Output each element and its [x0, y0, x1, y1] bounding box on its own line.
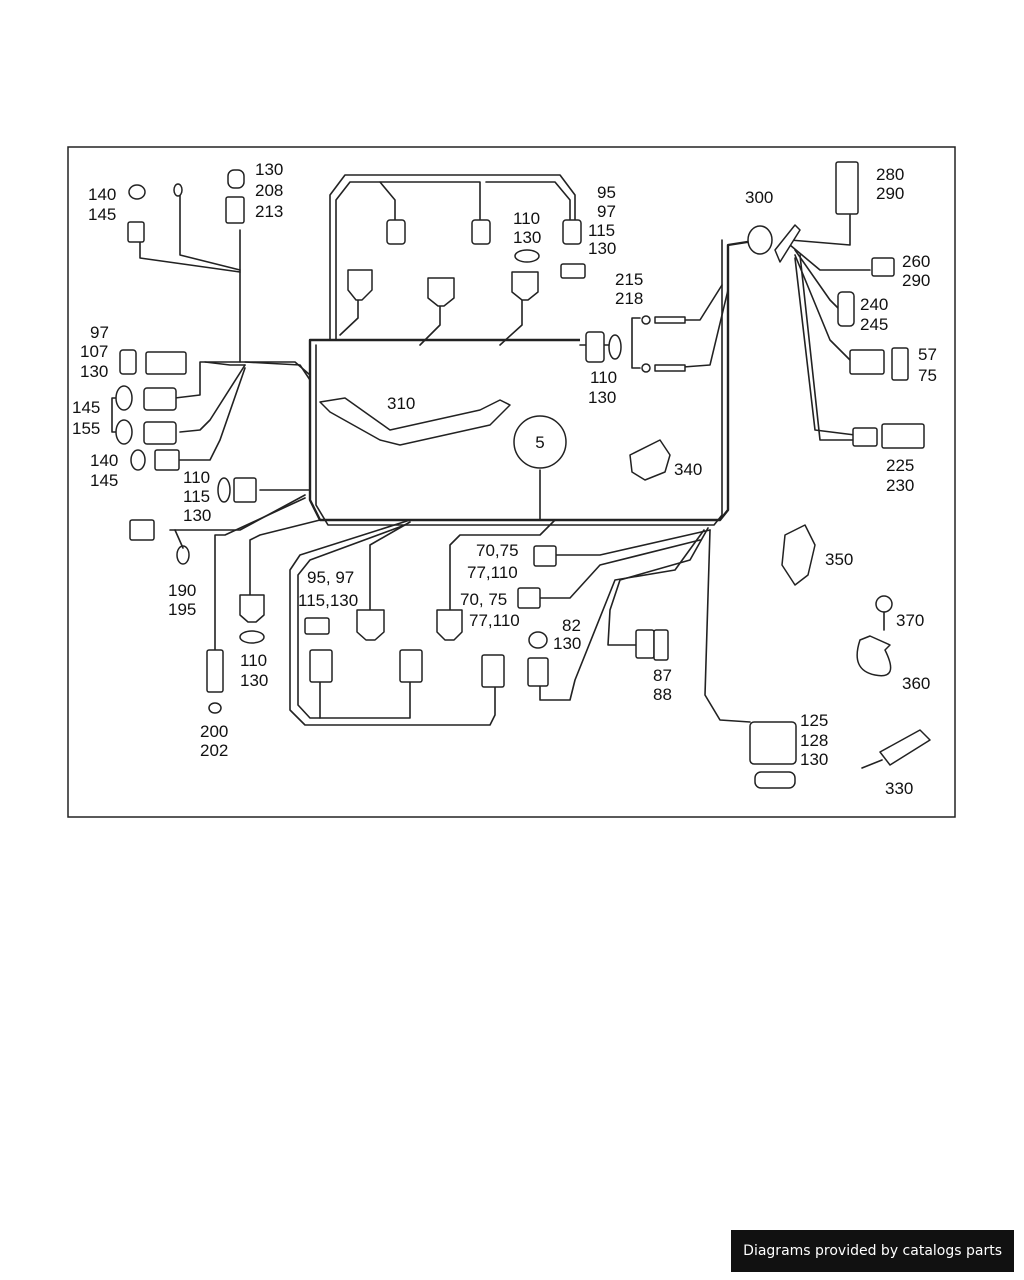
callout-260-290: 260 290 — [902, 252, 935, 290]
callout-70-75-77-110-a: 70,75 77,110 — [467, 541, 523, 582]
callout-82-130: 82 130 — [553, 616, 586, 653]
callout-300: 300 — [745, 188, 773, 207]
callout-130-208-213: 130 208 213 — [255, 160, 288, 221]
callout-310: 310 — [387, 394, 415, 413]
callout-140-145-left: 140 145 — [90, 451, 123, 490]
callout-5: 5 — [535, 433, 544, 452]
diagram-frame — [67, 146, 956, 818]
callout-57-75: 57 75 — [918, 345, 942, 385]
callout-110-130-lower: 110 130 — [240, 651, 272, 690]
callout-190-195: 190 195 — [168, 581, 201, 619]
callout-110-115-130: 110 115 130 — [183, 468, 215, 525]
callout-110-130-right: 110 130 — [588, 368, 622, 407]
callout-370: 370 — [896, 611, 924, 630]
callout-95-97-115-130-b: 95, 97 115,130 — [298, 568, 359, 610]
callout-110-130-top: 110 130 — [513, 209, 545, 247]
callout-350: 350 — [825, 550, 853, 569]
callout-330: 330 — [885, 779, 913, 798]
callout-200-202: 200 202 — [200, 722, 233, 760]
callout-240-245: 240 245 — [860, 295, 893, 334]
callout-340: 340 — [674, 460, 702, 479]
callout-140-145-top: 140 145 — [88, 185, 121, 224]
callout-87-88: 87 88 — [653, 666, 677, 704]
callout-70-75-77-110-b: 70, 75 77,110 — [460, 590, 520, 630]
callout-145-155: 145 155 — [72, 398, 105, 438]
callout-360: 360 — [902, 674, 930, 693]
connector-parts — [115, 161, 931, 789]
harness-wires — [111, 174, 871, 726]
callout-280-290: 280 290 — [876, 165, 909, 203]
callout-95-97-115-130: 95 97 115 130 — [588, 183, 621, 258]
footer-credit: Diagrams provided by catalogs parts — [731, 1230, 1014, 1272]
callout-97-107-130: 97 107 130 — [80, 323, 114, 381]
callout-125-128-130: 125 128 130 — [800, 711, 833, 769]
callout-215-218: 215 218 — [615, 270, 648, 308]
callout-225-230: 225 230 — [886, 456, 919, 495]
callouts: 130 208 213 140 145 95 97 115 130 110 13… — [72, 160, 942, 798]
